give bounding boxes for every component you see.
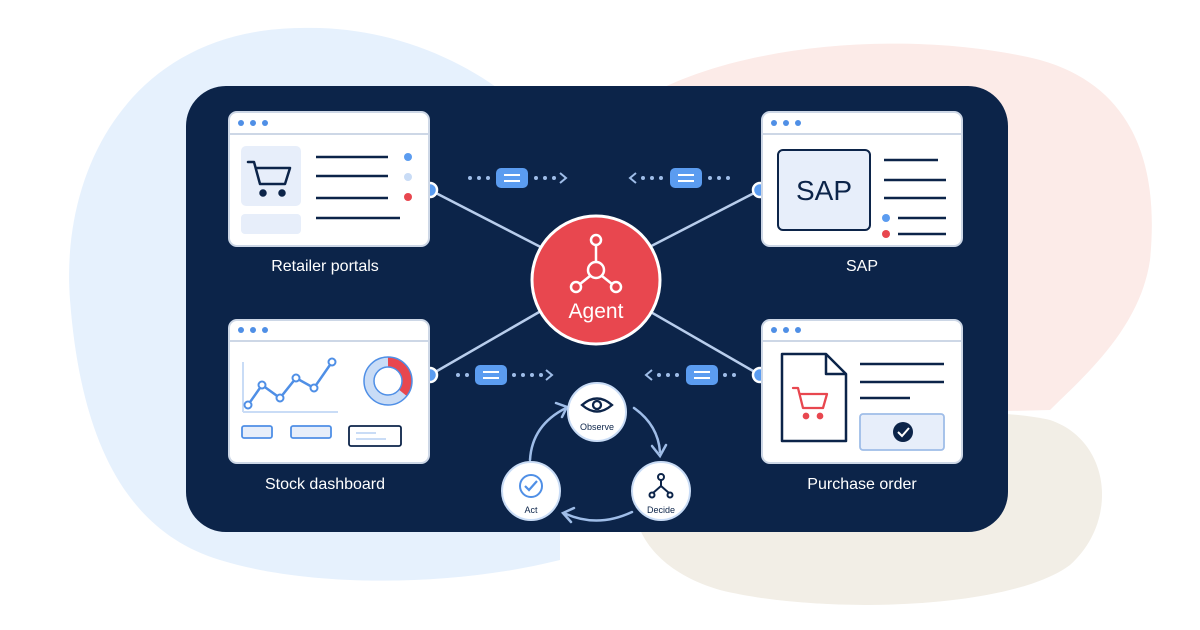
arrow-left-icon <box>628 172 637 184</box>
arrow-right-icon <box>559 172 568 184</box>
status-dot <box>404 173 412 181</box>
filter-chip <box>241 425 273 439</box>
node-label-stock: Stock dashboard <box>265 476 385 493</box>
loop-label-decide: Decide <box>647 505 675 515</box>
loop-node-act: Act <box>501 461 561 521</box>
message-icon <box>496 168 528 188</box>
window-dots <box>238 327 268 333</box>
text-lines <box>860 362 944 400</box>
network-hub-icon <box>569 233 623 294</box>
loop-arrows <box>528 401 668 524</box>
text-lines <box>316 155 400 220</box>
node-label-retailer: Retailer portals <box>271 258 379 275</box>
message-flow-sap <box>628 168 730 188</box>
sap-logo-text: SAP <box>796 175 852 206</box>
shopping-cart-icon <box>246 160 292 197</box>
status-dot <box>404 193 412 201</box>
status-dot <box>404 153 412 161</box>
loop-node-observe: Observe <box>567 382 627 442</box>
window-purchase-order <box>761 319 963 464</box>
message-flows <box>456 168 736 385</box>
message-icon <box>670 168 702 188</box>
arrow-left-icon <box>644 369 653 381</box>
loop-node-decide: Decide <box>631 461 691 521</box>
window-dots <box>238 120 268 126</box>
action-bar <box>241 214 301 234</box>
status-dot <box>882 214 890 222</box>
agent-loop: Observe Decide Act <box>501 382 691 524</box>
status-dot <box>882 230 890 238</box>
node-label-purchase: Purchase order <box>807 476 917 493</box>
text-lines <box>884 158 946 236</box>
window-dots <box>771 120 801 126</box>
message-flow-retailer <box>468 168 568 188</box>
window-stock-dashboard <box>228 319 430 464</box>
window-sap: SAP <box>761 111 963 247</box>
shopping-cart-icon <box>791 386 829 420</box>
eye-icon <box>580 397 614 413</box>
donut-chart-icon <box>363 356 413 406</box>
check-circle-icon <box>893 422 913 442</box>
message-icon <box>475 365 507 385</box>
product-tile <box>241 146 301 206</box>
message-flow-purchase <box>644 365 736 385</box>
connector-stock <box>429 298 561 377</box>
window-dots <box>771 327 801 333</box>
filter-chip <box>290 425 332 439</box>
document-icon <box>780 352 848 443</box>
loop-label-act: Act <box>524 505 538 515</box>
connector-retailer <box>429 188 561 259</box>
branch-icon <box>648 473 674 499</box>
agent-hub: Agent <box>530 214 662 346</box>
sap-logo-box <box>777 149 871 231</box>
check-circle-icon <box>519 474 543 498</box>
window-retailer-portals <box>228 111 430 247</box>
message-icon <box>686 365 718 385</box>
line-chart-icon <box>242 357 338 413</box>
node-label-sap: SAP <box>846 258 878 275</box>
loop-label-observe: Observe <box>580 422 614 432</box>
arrow-right-icon <box>545 369 554 381</box>
message-flow-stock <box>456 365 554 385</box>
agent-label: Agent <box>569 300 624 323</box>
summary-box <box>348 425 402 447</box>
